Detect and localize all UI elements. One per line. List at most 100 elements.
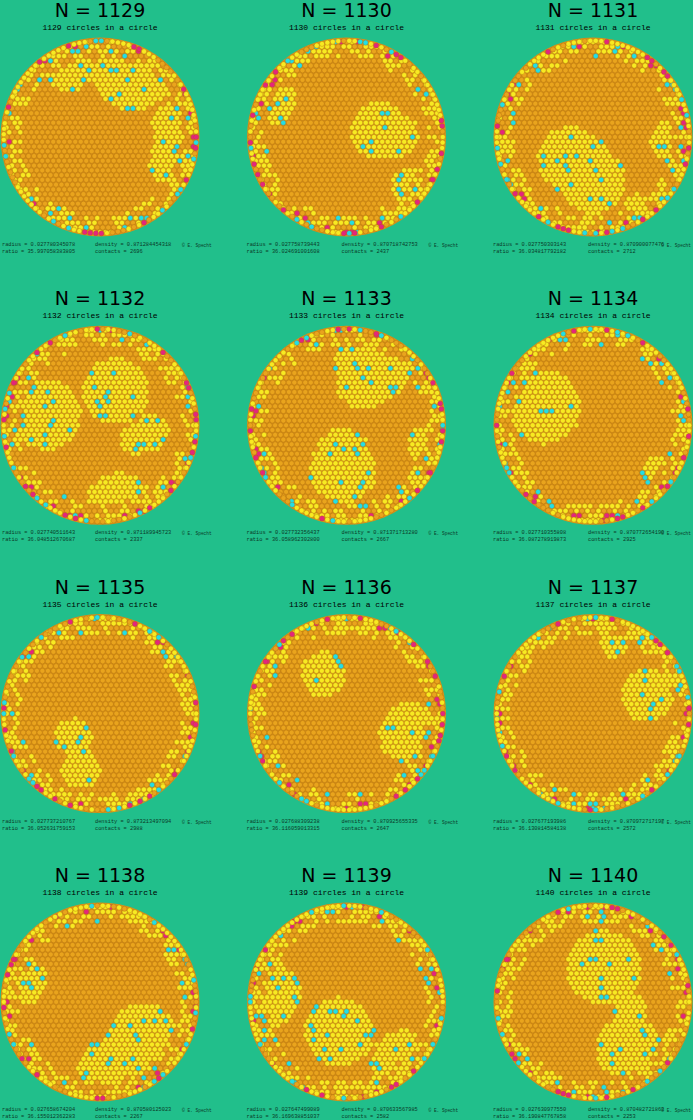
packed-circle <box>256 153 261 158</box>
packed-circle <box>161 92 166 97</box>
packed-circle <box>12 120 17 125</box>
packed-circle <box>100 196 105 201</box>
packed-circle <box>106 92 111 97</box>
packed-circle <box>64 173 69 178</box>
packed-circle <box>363 120 368 125</box>
packed-circle <box>418 111 423 116</box>
packed-circle <box>319 130 324 135</box>
packed-circle <box>100 63 105 68</box>
packed-circle <box>95 168 100 173</box>
packed-circle <box>115 40 120 45</box>
packed-circle <box>360 68 365 73</box>
packed-circle <box>349 106 354 111</box>
packed-circle <box>86 192 91 197</box>
packed-circle <box>40 73 45 78</box>
packed-circle <box>294 144 299 149</box>
packed-circle <box>64 211 69 216</box>
packed-circle <box>355 125 360 130</box>
packed-circle <box>136 153 141 158</box>
packed-circle <box>355 144 360 149</box>
packed-circle <box>31 134 36 139</box>
packed-circle <box>136 211 141 216</box>
packed-circle <box>70 201 75 206</box>
packed-circle <box>73 130 78 135</box>
packed-circle <box>100 44 105 49</box>
packed-circle <box>111 82 116 87</box>
packed-circle <box>92 182 97 187</box>
packed-circle <box>62 130 67 135</box>
packed-circle <box>429 130 434 135</box>
packed-circle <box>391 149 396 154</box>
packed-circle <box>128 149 133 154</box>
packed-circle <box>300 58 305 63</box>
packed-circle <box>95 206 100 211</box>
packed-circle <box>89 63 94 68</box>
packed-circle <box>338 96 343 101</box>
packed-circle <box>275 149 280 154</box>
packed-circle <box>336 130 341 135</box>
packed-circle <box>366 58 371 63</box>
packed-circle <box>426 106 431 111</box>
packed-circle <box>64 192 69 197</box>
packed-circle <box>303 101 308 106</box>
packed-circle <box>432 115 437 120</box>
packed-circle <box>426 125 431 130</box>
packed-circle <box>75 77 80 82</box>
packed-circle <box>333 125 338 130</box>
packed-circle <box>40 120 45 125</box>
packed-circle <box>150 130 155 135</box>
packed-circle <box>111 206 116 211</box>
packed-circle <box>122 158 127 163</box>
packed-circle <box>371 58 376 63</box>
packed-circle <box>338 58 343 63</box>
packed-circle <box>382 115 387 120</box>
packed-circle <box>37 144 42 149</box>
packed-circle <box>388 68 393 73</box>
packed-circle <box>78 177 83 182</box>
packed-circle <box>275 120 280 125</box>
packed-circle <box>100 168 105 173</box>
packed-circle <box>75 58 80 63</box>
packed-circle <box>139 92 144 97</box>
packed-circle <box>81 173 86 178</box>
packed-circle <box>92 134 97 139</box>
packed-circle <box>106 73 111 78</box>
packed-circle <box>29 149 34 154</box>
packed-circle <box>84 215 89 220</box>
packed-circle <box>122 120 127 125</box>
packed-circle <box>169 106 174 111</box>
packed-circle <box>158 201 163 206</box>
packed-circle <box>344 96 349 101</box>
packed-circle <box>18 130 23 135</box>
packed-circle <box>147 125 152 130</box>
packed-circle <box>161 120 166 125</box>
packed-circle <box>183 158 188 163</box>
packed-circle <box>358 158 363 163</box>
packed-circle <box>95 225 100 230</box>
packed-circle <box>88 39 93 44</box>
packed-circle <box>70 106 75 111</box>
packed-circle <box>128 177 133 182</box>
packed-circle <box>172 187 177 192</box>
packed-circle <box>289 87 294 92</box>
packed-circle <box>172 92 177 97</box>
packed-circle <box>119 163 124 168</box>
packed-circle <box>141 106 146 111</box>
packed-circle <box>67 177 72 182</box>
packed-circle <box>117 158 122 163</box>
packed-circle <box>256 134 261 139</box>
packed-circle <box>151 55 156 60</box>
packed-circle <box>136 144 141 149</box>
packed-circle <box>270 120 275 125</box>
packed-circle <box>141 96 146 101</box>
packed-circle <box>382 134 387 139</box>
packed-circle <box>70 115 75 120</box>
packed-circle <box>158 77 163 82</box>
packed-circle <box>31 173 36 178</box>
packed-circle <box>106 63 111 68</box>
packed-circle <box>13 180 18 185</box>
packed-circle <box>51 111 56 116</box>
packed-circle <box>108 153 113 158</box>
packed-circle <box>371 87 376 92</box>
packed-circle <box>115 229 120 234</box>
